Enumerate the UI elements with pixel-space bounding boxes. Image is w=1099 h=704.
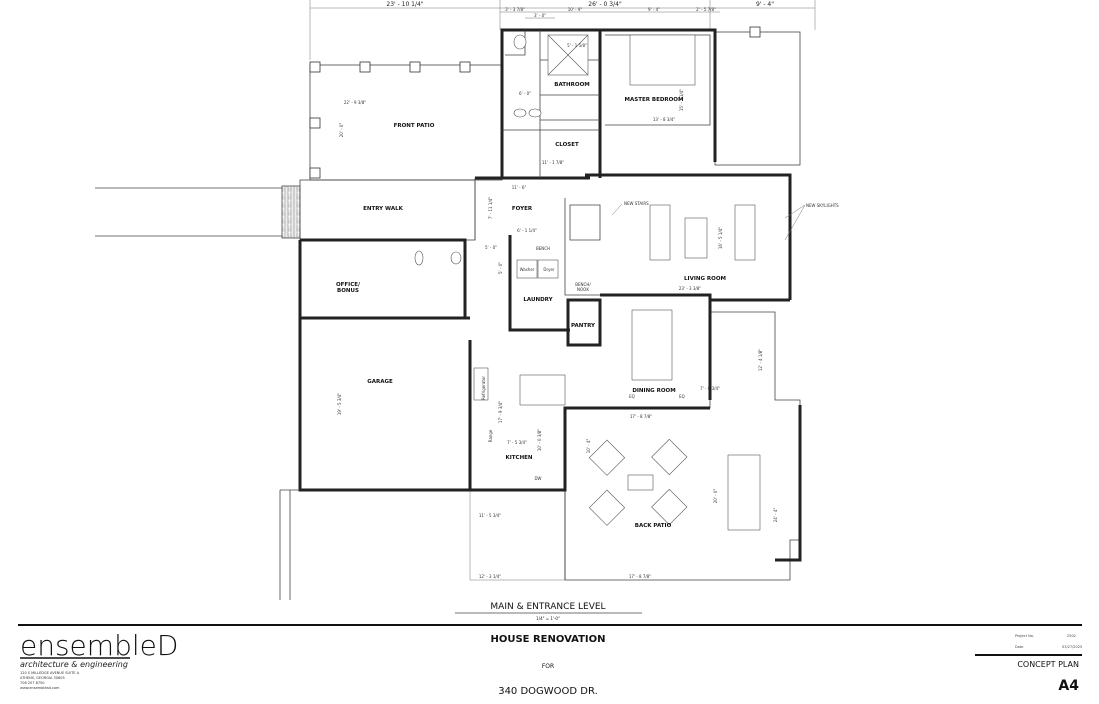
- logo-tagline: architecture & engineering: [20, 660, 128, 669]
- dim-bottom-b: 12' - 3 1/4": [479, 574, 501, 579]
- room-label-dining-room: DINING ROOM: [632, 388, 675, 394]
- dim-garage-h: 19' - 5 3/4": [337, 393, 342, 415]
- date-value: 03/27/2025: [1062, 645, 1082, 649]
- dim-bottom-c: 17' - 8 7/8": [629, 574, 651, 579]
- dim-dining-a: 7' - 8 3/4": [700, 386, 720, 391]
- dim-vanity: 6' - 0": [519, 91, 531, 96]
- dim-patio-h: 20' - 0": [339, 123, 344, 138]
- date-label: Date: [1015, 645, 1023, 649]
- dim-closet-w: 11' - 1 7/8": [542, 160, 564, 165]
- dim-d3: 9' - 4": [648, 7, 660, 12]
- sheet-number: A4: [1058, 678, 1079, 694]
- label-range: Range: [488, 429, 493, 442]
- project-no-label: Project No.: [1015, 634, 1034, 638]
- walkway: [95, 185, 301, 239]
- label-refrigerator: Refrigerator: [481, 376, 486, 400]
- furniture: [414, 34, 761, 531]
- company-logo: ensembleD: [20, 629, 178, 662]
- dim-top-left: 23' - 10 1/4": [386, 1, 423, 8]
- for-label: FOR: [542, 663, 554, 670]
- dim-top-right: 9' - 4": [756, 1, 774, 8]
- dim-patio-h2: 20' - 0": [713, 489, 718, 504]
- address-line-4: www.ensemblead.com: [20, 686, 60, 690]
- room-label-master-bedroom: MASTER BEDROOM: [625, 97, 684, 103]
- project-title: HOUSE RENOVATION: [490, 634, 605, 645]
- label-washer: Washer: [520, 267, 535, 272]
- view-scale: 1/4" = 1'-0": [536, 616, 560, 621]
- dim-d2: 10' - 9": [568, 7, 583, 12]
- dim-bench-w: 6' - 1 1/4": [517, 228, 537, 233]
- room-label-bonus: BONUS: [337, 288, 359, 294]
- room-label-nook: NOOK: [577, 287, 589, 292]
- dim-kitchen-b: 7' - 5 3/4": [507, 440, 527, 445]
- dim-shower: 5' - 1 5/8": [567, 43, 587, 48]
- back-patio-area: [564, 311, 801, 581]
- side-patio-area: [714, 31, 801, 166]
- project-address: 340 DOGWOOD DR.: [498, 686, 598, 697]
- room-label-bench: BENCH: [536, 246, 550, 251]
- dim-bed-h: 15' - 1 1/4": [679, 89, 684, 111]
- room-label-foyer: FOYER: [512, 206, 533, 212]
- room-label-garage: GARAGE: [367, 379, 393, 385]
- room-label-bathroom: BATHROOM: [554, 82, 589, 88]
- dimension-lines: [309, 0, 816, 60]
- dim-d4: 2' - 5 7/8": [696, 7, 716, 12]
- logo-text: ensembleD: [20, 629, 178, 662]
- note-eq-1: EQ: [629, 394, 635, 399]
- address-line-3: 706 207 8750: [20, 681, 45, 685]
- room-label-back-patio: BACK PATIO: [635, 523, 672, 529]
- note-new-skylights: NEW SKYLIGHTS: [806, 203, 839, 208]
- dim-patio-r: 24' - 4": [773, 508, 778, 523]
- dim-d1: 3' - 3 7/8": [505, 7, 525, 12]
- address-line-1: 120 S MILLEDGE AVENUE SUITE A: [20, 671, 80, 675]
- project-no-value: 2502: [1067, 634, 1076, 638]
- note-new-stairs: NEW STAIRS: [624, 201, 649, 206]
- dim-bottom-a: 11' - 5 3/4": [479, 513, 501, 518]
- dim-patio-top: 17' - 8 7/8": [630, 414, 652, 419]
- view-title: MAIN & ENTRANCE LEVEL: [490, 602, 605, 612]
- label-dryer: Dryer: [543, 267, 555, 272]
- dim-laundry-a: 5' - 0": [485, 245, 497, 250]
- label-dw: DW: [534, 476, 541, 481]
- sheet-title: CONCEPT PLAN: [1017, 660, 1079, 669]
- room-label-closet: CLOSET: [555, 142, 579, 148]
- room-label-front-patio: FRONT PATIO: [394, 123, 435, 129]
- room-label-pantry: PANTRY: [571, 323, 596, 329]
- room-label-laundry: LAUNDRY: [523, 297, 553, 303]
- room-label-kitchen: KITCHEN: [505, 455, 532, 461]
- walls: [279, 28, 802, 600]
- dim-foyer-w: 11' - 6": [512, 185, 527, 190]
- dim-foyer-h: 7' - 11 1/4": [488, 197, 493, 219]
- dim-liv-h: 16' - 5 1/4": [718, 227, 723, 249]
- dim-top-mid: 26' - 0 3/4": [588, 1, 622, 8]
- room-label-entry-walk: ENTRY WALK: [363, 206, 404, 212]
- dim-patio-w: 22' - 9 3/8": [344, 100, 366, 105]
- dim-d5: 3' - 0": [534, 13, 546, 18]
- dim-patio-side-r: 12' - 4 1/8": [758, 349, 763, 371]
- address-line-2: ATHENS, GEORGIA 30605: [20, 676, 65, 680]
- patio-columns: [309, 26, 761, 179]
- note-eq-2: EQ: [679, 394, 685, 399]
- room-label-bench-nook: BENCH/: [575, 282, 591, 287]
- dim-liv-w: 23' - 3 3/8": [679, 286, 701, 291]
- dim-kitchen-a: 17' - 9 3/4": [498, 401, 503, 423]
- room-label-office: OFFICE/: [336, 282, 361, 288]
- dim-bed-w: 13' - 8 3/4": [653, 117, 675, 122]
- dim-patio-side: 10' - 4": [586, 439, 591, 454]
- room-label-living-room: LIVING ROOM: [684, 276, 726, 282]
- dim-kitchen-c: 10' - 0 3/8": [537, 429, 542, 451]
- dim-laundry-b: 5' - 0": [498, 262, 503, 274]
